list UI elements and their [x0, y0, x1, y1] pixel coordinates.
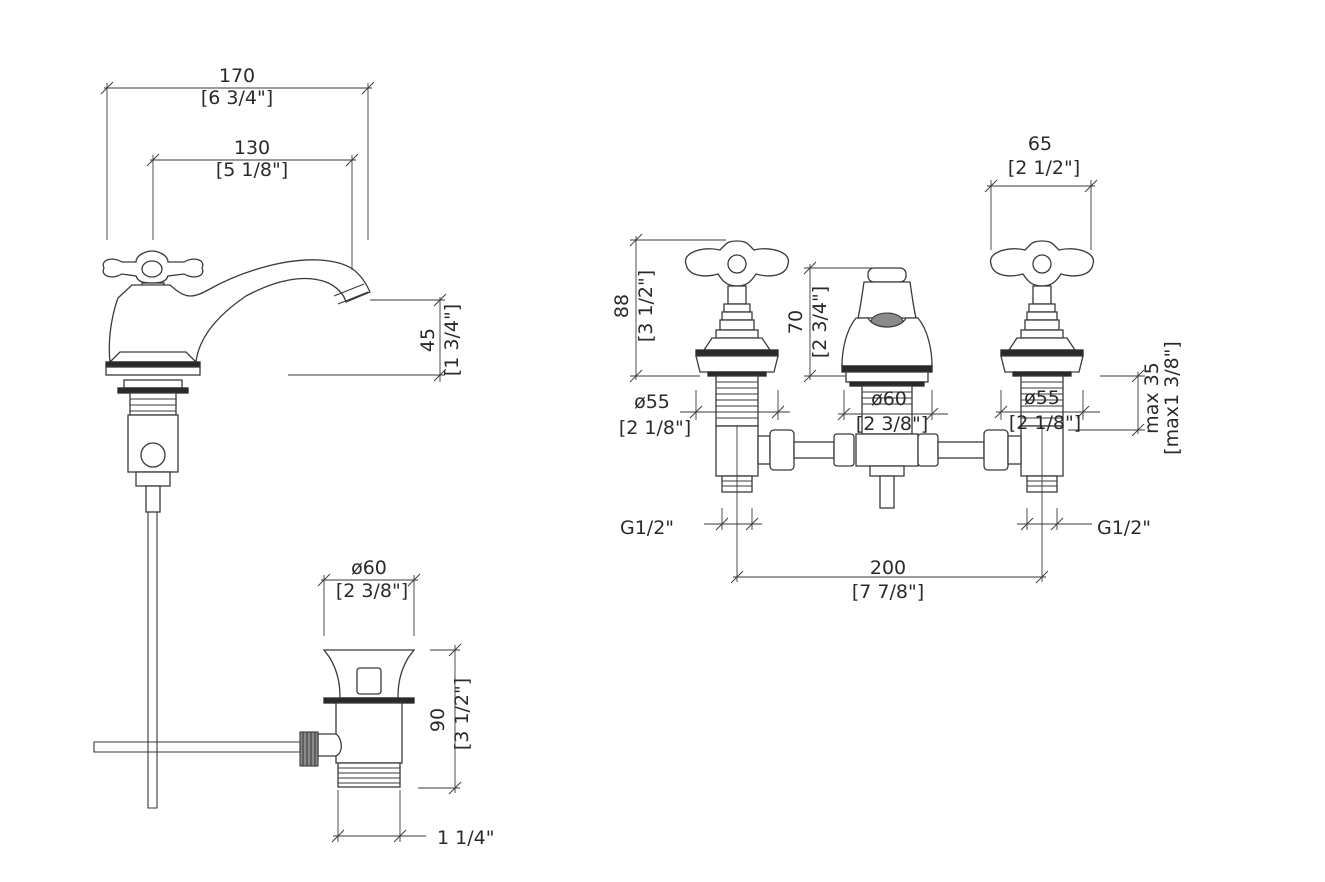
dim-200-mm: 200 — [870, 557, 906, 579]
dim-spout-dia-mm: ø60 — [871, 388, 907, 410]
dim-45-inch: [1 3/4"] — [441, 304, 463, 376]
dim-70-mm: 70 — [785, 310, 807, 334]
dim-170-inch: [6 3/4"] — [201, 87, 273, 109]
dim-88-inch: [3 1/2"] — [635, 270, 657, 342]
front-center-spout — [841, 267, 933, 509]
waste-height-mm: 90 — [427, 708, 449, 732]
dim-right-dia-inch: [2 1/8"] — [1009, 412, 1081, 434]
front-left-valve — [685, 240, 789, 493]
dim-left-dia-mm: ø55 — [634, 391, 670, 413]
waste-dimensions — [317, 573, 462, 843]
dim-88-mm: 88 — [611, 294, 633, 318]
dim-65-mm: 65 — [1028, 133, 1052, 155]
dim-left-connection: G1/2" — [620, 517, 674, 539]
dim-130-inch: [5 1/8"] — [216, 159, 288, 181]
dim-right-dia-mm: ø55 — [1024, 387, 1060, 409]
connecting-pipes — [757, 429, 1022, 471]
side-view-faucet — [102, 250, 371, 809]
waste-assembly — [93, 649, 416, 788]
dim-right-connection: G1/2" — [1097, 517, 1151, 539]
dim-70-inch: [2 3/4"] — [809, 286, 831, 358]
dim-130-mm: 130 — [234, 137, 270, 159]
front-view-dimensions — [629, 179, 1145, 584]
waste-height-inch: [3 1/2"] — [451, 678, 473, 750]
dim-spout-dia-inch: [2 3/8"] — [856, 413, 928, 435]
side-view-dimensions — [100, 81, 447, 382]
dim-65-inch: [2 1/2"] — [1008, 157, 1080, 179]
waste-dia-mm: ø60 — [351, 557, 387, 579]
dim-200-inch: [7 7/8"] — [852, 581, 924, 603]
dim-left-dia-inch: [2 1/8"] — [619, 417, 691, 439]
waste-thread: 1 1/4" — [437, 827, 494, 849]
dim-45-mm: 45 — [417, 328, 439, 352]
waste-dia-inch: [2 3/8"] — [336, 580, 408, 602]
dim-170-mm: 170 — [219, 65, 255, 87]
dim-deck-inch: [max1 3/8"] — [1161, 341, 1183, 455]
dim-deck-mm: max 35 — [1141, 362, 1163, 434]
